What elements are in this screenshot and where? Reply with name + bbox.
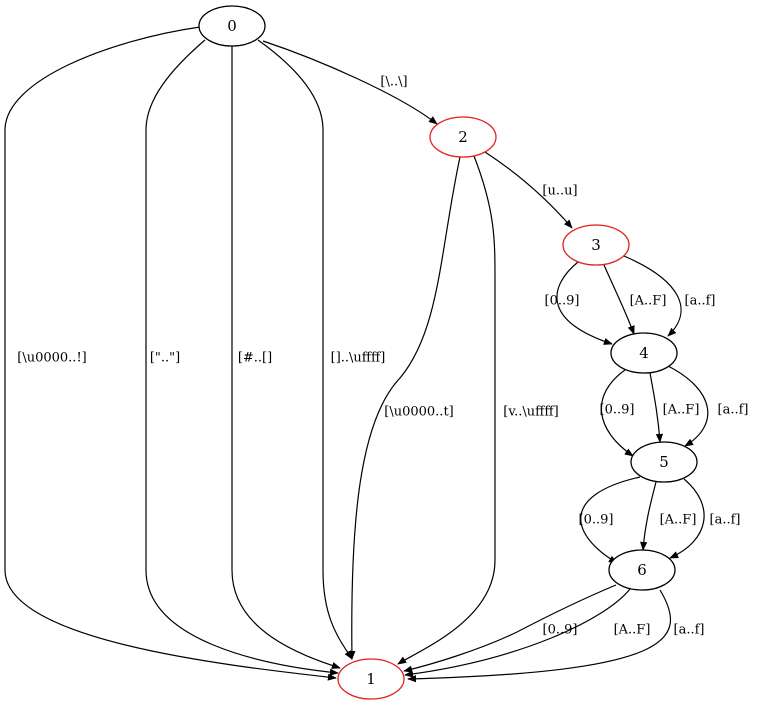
edge-arrow bbox=[667, 365, 709, 447]
state-node-0: 0 bbox=[198, 5, 266, 47]
edge-arrow bbox=[600, 369, 634, 457]
state-node-ellipse bbox=[562, 224, 630, 266]
edge-label: [a..f] bbox=[718, 403, 749, 418]
edge-arrow bbox=[262, 40, 438, 125]
state-node-ellipse bbox=[429, 116, 497, 158]
edge-label: []..\uffff] bbox=[331, 351, 386, 366]
state-node-3: 3 bbox=[562, 224, 630, 266]
state-node-label: 5 bbox=[659, 453, 669, 471]
edge-3-to-4: [a..f] bbox=[623, 255, 716, 337]
edge-3-to-4: [0..9] bbox=[545, 261, 613, 345]
edge-arrow bbox=[669, 478, 705, 559]
edge-arrow bbox=[640, 481, 657, 551]
edge-arrow bbox=[623, 255, 682, 337]
edge-5-to-6: [0..9] bbox=[579, 476, 641, 564]
state-node-label: 4 bbox=[639, 344, 649, 362]
edge-label: [v..\uffff] bbox=[503, 405, 558, 420]
state-node-ellipse bbox=[630, 441, 698, 483]
edge-4-to-5: [0..9] bbox=[600, 369, 635, 457]
edge-label: [a..f] bbox=[685, 294, 716, 309]
edge-0-to-1: []..\uffff] bbox=[257, 39, 386, 660]
state-node-ellipse bbox=[608, 549, 676, 591]
edge-arrow bbox=[649, 372, 663, 443]
state-node-ellipse bbox=[337, 658, 405, 700]
edge-arrow bbox=[231, 46, 341, 669]
edge-arrow bbox=[407, 589, 672, 683]
state-node-4: 4 bbox=[610, 332, 678, 374]
edge-3-to-4: [A..F] bbox=[603, 264, 667, 335]
edge-label: [\u0000..!] bbox=[17, 351, 86, 366]
edge-arrow bbox=[145, 39, 339, 676]
edge-arrow bbox=[4, 26, 337, 681]
edge-2-to-3: [u..u] bbox=[484, 151, 578, 229]
state-node-ellipse bbox=[610, 332, 678, 374]
state-node-5: 5 bbox=[630, 441, 698, 483]
edge-label: [#..[] bbox=[238, 351, 272, 366]
edge-label: [a..f] bbox=[710, 513, 741, 528]
edge-0-to-1: [".."] bbox=[145, 39, 339, 676]
edge-label: [0..9] bbox=[543, 623, 578, 638]
state-node-label: 3 bbox=[591, 236, 601, 254]
state-node-label: 1 bbox=[366, 670, 376, 688]
edge-arrow bbox=[556, 261, 613, 345]
state-node-label: 0 bbox=[227, 17, 237, 35]
edge-arrow bbox=[348, 156, 461, 660]
edge-label: [A..F] bbox=[663, 403, 700, 418]
edge-5-to-6: [a..f] bbox=[669, 478, 741, 559]
edge-arrow bbox=[580, 476, 641, 564]
edge-arrow bbox=[484, 151, 573, 229]
edge-label: [\..\] bbox=[380, 75, 407, 90]
state-node-label: 6 bbox=[637, 561, 647, 579]
state-node-6: 6 bbox=[608, 549, 676, 591]
edge-6-to-1: [A..F] bbox=[404, 588, 651, 678]
edge-arrow bbox=[603, 264, 635, 335]
edge-label: [A..F] bbox=[614, 623, 651, 638]
edge-2-to-1: [\u0000..t] bbox=[348, 156, 461, 660]
edge-arrow bbox=[257, 39, 353, 660]
edge-0-to-1: [\u0000..!] bbox=[4, 26, 337, 681]
edge-4-to-5: [a..f] bbox=[667, 365, 749, 447]
state-node-ellipse bbox=[198, 5, 266, 47]
edge-label: [A..F] bbox=[630, 294, 667, 309]
edge-label: [0..9] bbox=[579, 513, 614, 528]
state-node-2: 2 bbox=[429, 116, 497, 158]
edge-0-to-2: [\..\] bbox=[262, 40, 438, 125]
nodes: 0 1 2 3 4 5 6 bbox=[198, 5, 698, 700]
edge-6-to-1: [0..9] bbox=[403, 584, 617, 673]
state-node-1: 1 bbox=[337, 658, 405, 700]
edge-0-to-1: [#..[] bbox=[231, 46, 341, 669]
edge-label: [0..9] bbox=[600, 403, 635, 418]
edge-4-to-5: [A..F] bbox=[649, 372, 700, 443]
edge-label: [".."] bbox=[150, 351, 180, 366]
edge-label: [\u0000..t] bbox=[384, 405, 453, 420]
edges: [\u0000..!] [".."] [#..[] []..\uffff] [\..\]… bbox=[4, 26, 749, 683]
edge-arrow bbox=[404, 588, 631, 678]
edge-6-to-1: [a..f] bbox=[407, 589, 705, 683]
edge-label: [u..u] bbox=[542, 184, 577, 199]
edge-label: [a..f] bbox=[674, 623, 705, 638]
edge-5-to-6: [A..F] bbox=[640, 481, 697, 551]
edge-label: [A..F] bbox=[660, 513, 697, 528]
edge-arrow bbox=[397, 155, 496, 665]
edge-label: [0..9] bbox=[545, 294, 580, 309]
edge-arrow bbox=[403, 584, 617, 673]
edge-2-to-1: [v..\uffff] bbox=[397, 155, 559, 665]
state-node-label: 2 bbox=[458, 128, 468, 146]
